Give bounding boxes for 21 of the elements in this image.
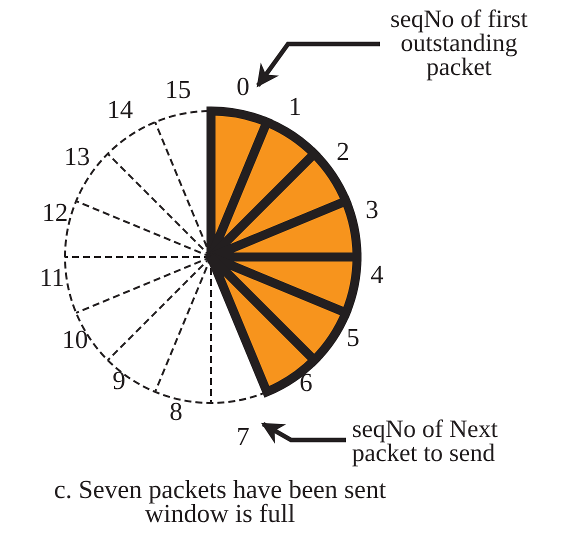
sequence-number: 5 xyxy=(346,323,360,353)
sequence-number: 13 xyxy=(63,142,91,172)
sequence-number: 9 xyxy=(112,366,126,396)
callout-text: seqNo of Next packet to send xyxy=(352,418,558,466)
sequence-number: 10 xyxy=(61,325,89,355)
arrow xyxy=(261,422,346,444)
sequence-number: 11 xyxy=(38,263,66,293)
sequence-number: 2 xyxy=(336,137,350,167)
sequence-number: 12 xyxy=(41,198,69,228)
arrow xyxy=(256,42,380,88)
caption: c. Seven packets have been sent window is full xyxy=(52,478,388,526)
sequence-number: 4 xyxy=(370,260,384,290)
sequence-number: 3 xyxy=(364,195,380,225)
sequence-number: 7 xyxy=(231,422,255,452)
sequence-number: 14 xyxy=(106,95,134,125)
sequence-number: 15 xyxy=(164,75,192,105)
sequence-number: 1 xyxy=(288,92,302,122)
sequence-number: 0 xyxy=(231,72,255,102)
sequence-number: 6 xyxy=(298,368,314,398)
sequence-number: 8 xyxy=(168,397,184,427)
callout-text: seqNo of first outstanding packet xyxy=(384,8,534,80)
